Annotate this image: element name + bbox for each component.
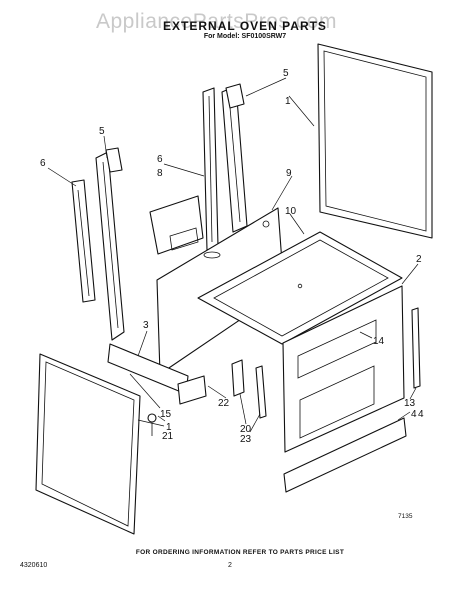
callout-23: 23	[240, 434, 252, 445]
callout-8: 8	[157, 168, 163, 179]
callout-1-lower: 1	[166, 422, 172, 433]
callout-15: 15	[160, 409, 172, 420]
part-leveling-leg	[177, 375, 207, 405]
callout-20: 20	[240, 424, 252, 435]
part-vertical-strip	[411, 307, 421, 389]
part-screw	[147, 413, 157, 436]
callout-13: 13	[404, 398, 416, 409]
callout-6-left: 6	[40, 158, 46, 169]
part-front-trim-strip	[202, 87, 219, 251]
part-door-frame-lower	[35, 353, 141, 535]
part-side-rail-left	[95, 147, 125, 341]
callout-22: 22	[218, 398, 230, 409]
callout-5-top: 5	[283, 68, 289, 79]
part-front-frame	[282, 285, 405, 453]
leader-lines	[47, 77, 419, 433]
callout-4: 4	[411, 409, 417, 420]
callout-5-left: 5	[99, 126, 105, 137]
callout-2: 2	[416, 254, 422, 265]
callout-labels: 1 2 3 4 5 5 6 6 8 9 10 13 14 15 20 21 22…	[40, 68, 424, 445]
part-hinge-bracket	[231, 359, 245, 397]
part-oven-floor	[197, 231, 403, 345]
page-title: EXTERNAL OVEN PARTS	[163, 19, 327, 33]
callout-4-lower: 4	[418, 409, 424, 420]
part-door-frame-top	[317, 43, 433, 239]
callout-21: 21	[162, 431, 174, 442]
callout-9: 9	[286, 168, 292, 179]
figure-number: 7135	[398, 513, 413, 520]
watermark: AppliancePartsPros.com	[96, 10, 337, 33]
part-front-rail	[221, 83, 248, 233]
part-kick-plate	[283, 417, 407, 493]
callout-14: 14	[373, 336, 385, 347]
callout-1-top: 1	[285, 96, 291, 107]
ordering-note: FOR ORDERING INFORMATION REFER TO PARTS …	[135, 549, 345, 556]
callout-3: 3	[143, 320, 149, 331]
callout-6-mid: 6	[157, 154, 163, 165]
part-side-trim-left	[71, 179, 96, 303]
part-bracket	[149, 195, 204, 255]
part-hinge-arm	[255, 365, 267, 419]
model-line: For Model: SF0100SRW7	[203, 33, 287, 40]
document-number: 4320610	[20, 562, 48, 569]
page-number: 2	[228, 562, 232, 569]
callout-10: 10	[285, 206, 297, 217]
